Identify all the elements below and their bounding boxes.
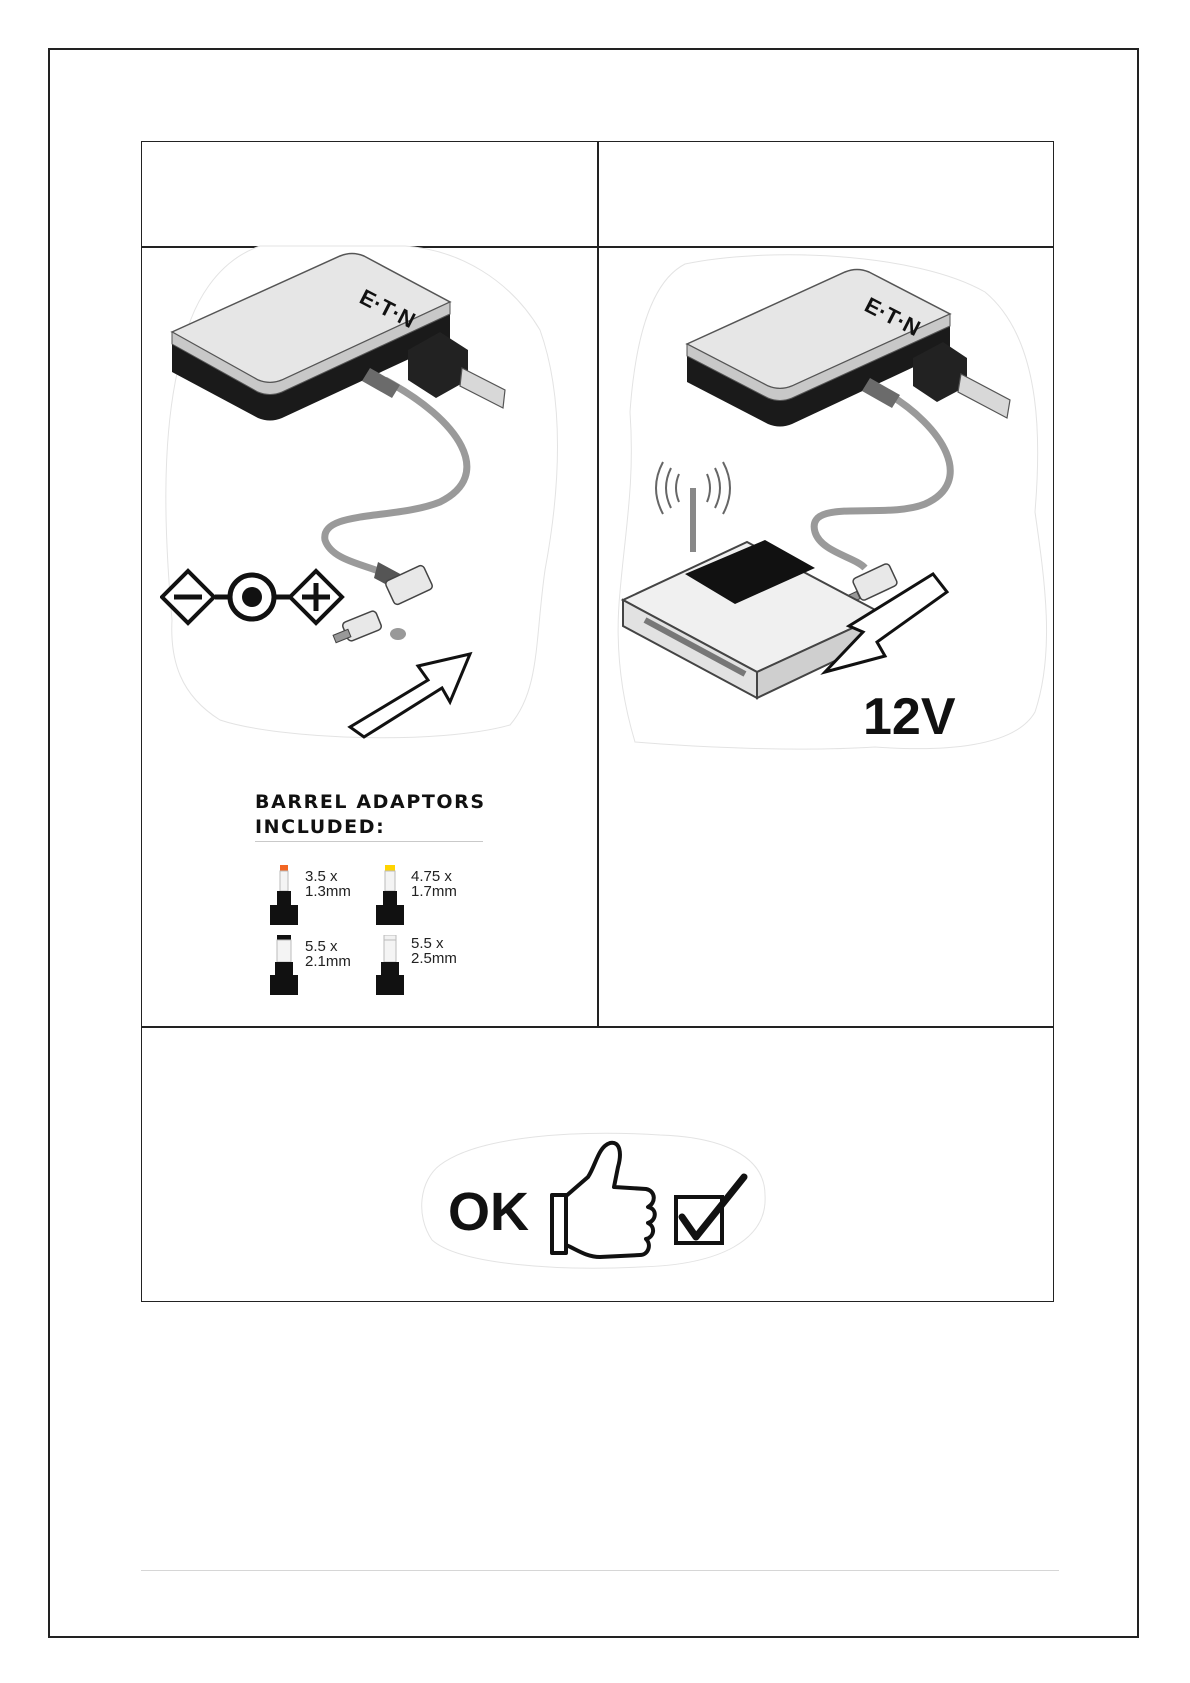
barrel-tip-icon — [376, 865, 404, 925]
table-divider-header — [141, 246, 1054, 248]
ok-text: OK — [448, 1182, 529, 1242]
adaptor-length: 2.5mm — [411, 950, 457, 967]
barrel-tip-icon — [376, 934, 404, 995]
adapter-polarity-illustration: E·T·N — [160, 245, 558, 739]
barrel-title-line2: INCLUDED: — [255, 816, 386, 838]
barrel-tip-icon — [270, 865, 298, 925]
page-frame — [48, 48, 1139, 1638]
adaptor-length: 2.1mm — [305, 953, 351, 970]
thumbs-up-icon — [550, 1140, 657, 1259]
barrel-adaptors-title: BARREL ADAPTORS INCLUDED: — [255, 790, 495, 840]
barrel-title-line1: BARREL ADAPTORS — [255, 791, 486, 813]
barrel-title-rule — [255, 841, 483, 842]
footer-rule — [141, 1570, 1059, 1571]
adaptor-size: 5.5 x — [411, 935, 444, 952]
adaptor-item-4: 5.5 x 2.5mm — [376, 934, 457, 1000]
checkbox-check-icon — [674, 1173, 748, 1245]
adaptor-size: 4.75 x — [411, 868, 452, 885]
table-divider-bottom — [141, 1026, 1054, 1028]
polarity-symbol — [160, 568, 345, 626]
router-icon — [620, 461, 886, 700]
adaptor-item-2: 4.75 x 1.7mm — [376, 865, 457, 930]
adapter-router-illustration: E·T·N 12V — [617, 254, 1048, 750]
voltage-label: 12V — [863, 688, 956, 746]
adaptor-size: 5.5 x — [305, 938, 338, 955]
adaptor-item-3: 5.5 x 2.1mm — [270, 935, 351, 1000]
table-divider-vertical — [597, 141, 599, 1027]
adaptor-item-1: 3.5 x 1.3mm — [270, 865, 351, 930]
ok-confirmation-graphic: OK — [421, 1132, 766, 1269]
adaptor-size: 3.5 x — [305, 868, 338, 885]
barrel-tip-icon — [270, 935, 298, 995]
adaptor-length: 1.3mm — [305, 883, 351, 900]
adaptor-length: 1.7mm — [411, 883, 457, 900]
